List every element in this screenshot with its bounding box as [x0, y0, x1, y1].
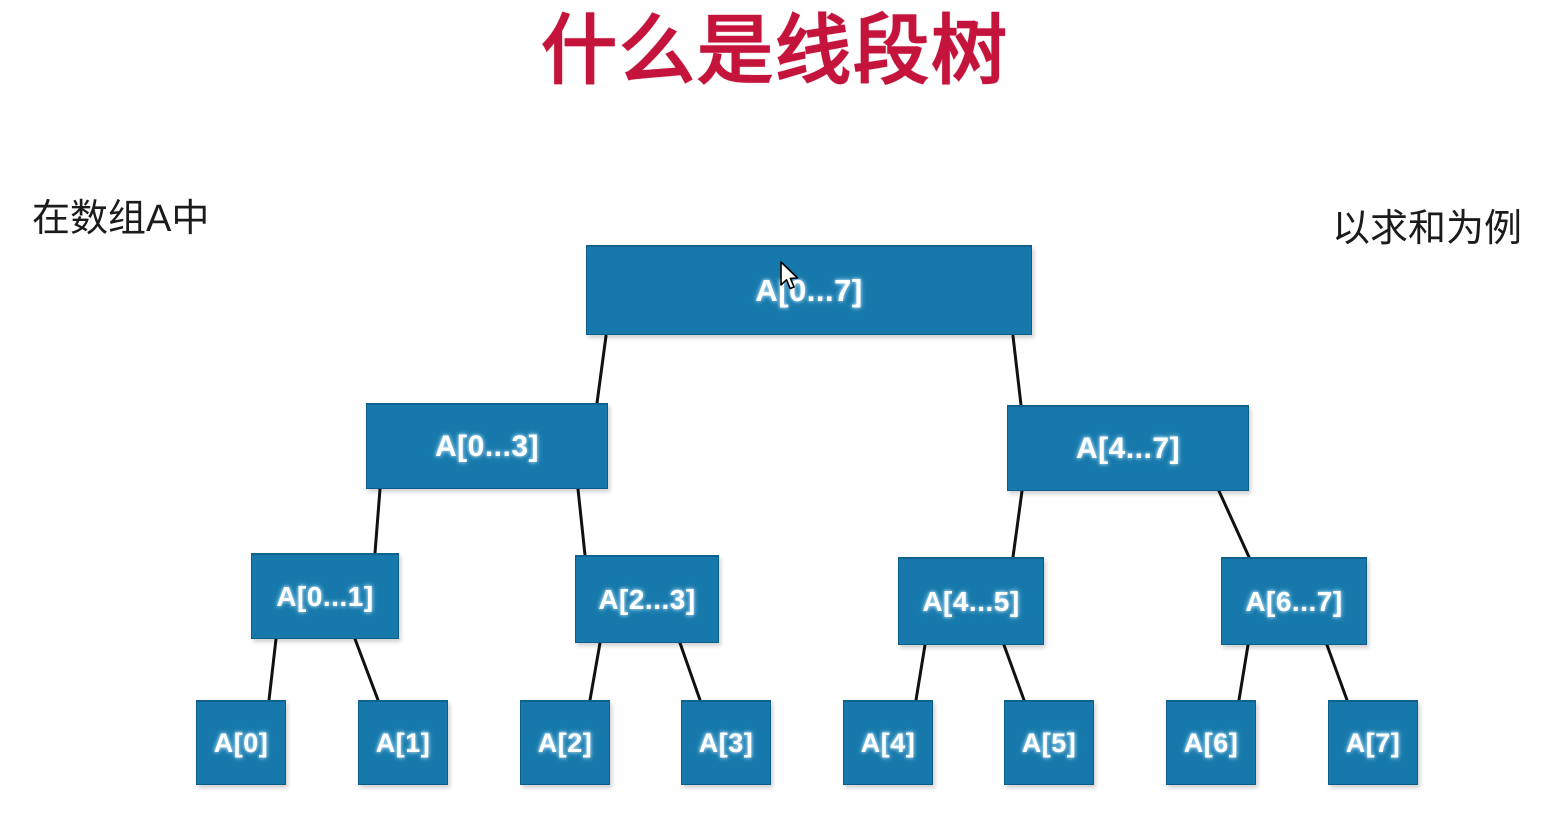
tree-node-label: A[1]: [375, 727, 431, 758]
tree-node-l6[interactable]: A[6]: [1166, 700, 1256, 785]
tree-node-l7[interactable]: A[7]: [1328, 700, 1418, 785]
tree-node-l4[interactable]: A[4]: [843, 700, 933, 785]
tree-edge: [1325, 643, 1349, 702]
tree-edge: [1011, 489, 1024, 559]
tree-node-label: A[0...3]: [434, 429, 540, 463]
tree-edge: [1011, 334, 1023, 407]
tree-node-n0-1[interactable]: A[0...1]: [251, 553, 399, 639]
tree-edge: [1237, 643, 1250, 702]
tree-edge: [678, 641, 702, 702]
tree-edge: [588, 641, 602, 702]
tree-node-n2-3[interactable]: A[2...3]: [575, 555, 719, 643]
tree-node-n4-7[interactable]: A[4...7]: [1007, 405, 1249, 491]
tree-node-n6-7[interactable]: A[6...7]: [1221, 557, 1367, 645]
tree-edge: [1002, 643, 1026, 702]
page-title: 什么是线段树: [541, 9, 1009, 94]
tree-node-label: A[4...5]: [922, 585, 1020, 617]
tree-edge: [373, 487, 382, 555]
caption-left: 在数组A中: [32, 198, 210, 240]
tree-node-l1[interactable]: A[1]: [358, 700, 448, 785]
tree-edge: [267, 637, 278, 702]
tree-node-l0[interactable]: A[0]: [196, 700, 286, 785]
tree-node-n0-7[interactable]: A[0...7]: [586, 245, 1032, 335]
tree-edge: [914, 643, 927, 702]
tree-edge: [353, 637, 380, 702]
tree-node-label: A[2...3]: [598, 583, 696, 615]
tree-node-label: A[0...7]: [755, 272, 863, 308]
tree-node-label: A[6]: [1183, 727, 1239, 758]
tree-node-label: A[3]: [698, 727, 754, 758]
tree-node-label: A[2]: [537, 727, 593, 758]
tree-edge: [595, 334, 608, 405]
tree-node-l2[interactable]: A[2]: [520, 700, 610, 785]
tree-edge: [1217, 489, 1251, 559]
tree-node-l5[interactable]: A[5]: [1004, 700, 1094, 785]
tree-node-label: A[0...1]: [276, 580, 374, 612]
tree-node-label: A[5]: [1021, 727, 1077, 758]
tree-node-n4-5[interactable]: A[4...5]: [898, 557, 1044, 645]
tree-node-label: A[4]: [860, 727, 916, 758]
tree-node-n0-3[interactable]: A[0...3]: [366, 403, 608, 489]
tree-node-label: A[6...7]: [1245, 585, 1343, 617]
tree-node-label: A[4...7]: [1075, 431, 1181, 465]
tree-node-l3[interactable]: A[3]: [681, 700, 771, 785]
caption-right: 以求和为例: [1331, 208, 1522, 250]
tree-node-label: A[7]: [1345, 727, 1401, 758]
tree-node-label: A[0]: [213, 727, 269, 758]
tree-edge: [576, 487, 587, 557]
